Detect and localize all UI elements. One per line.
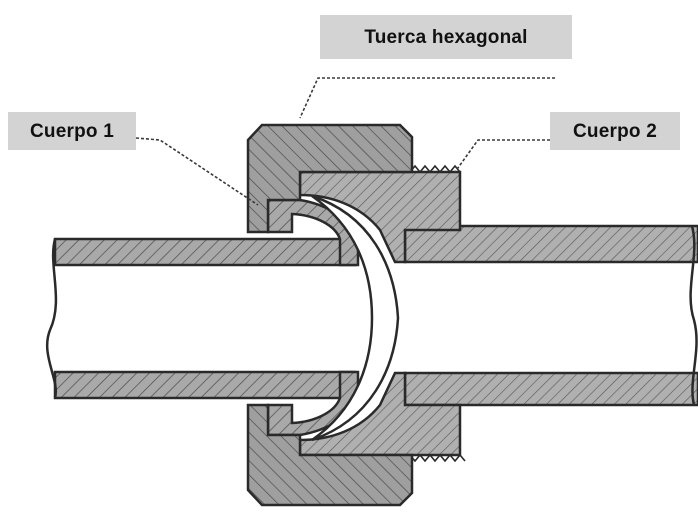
body-2-threaded-collar <box>298 164 466 463</box>
body-2-pipe <box>403 224 698 407</box>
hex-nut-label: Tuerca hexagonal <box>320 15 572 59</box>
hex-nut-leader <box>299 77 555 119</box>
leader-lines <box>135 77 555 206</box>
hex-nut <box>246 123 414 507</box>
body-1-leader <box>135 137 259 206</box>
body-1-pipe <box>45 237 357 400</box>
body-2-pipe-lower-wall <box>403 371 698 407</box>
body-2-label: Cuerpo 2 <box>550 112 680 150</box>
spherical-seat-gap <box>311 194 400 442</box>
body-2-collar-lower <box>298 371 462 457</box>
body-1-pipe-lower-wall <box>53 370 357 400</box>
body-1-break-line <box>45 238 58 399</box>
hex-nut-upper-section <box>246 123 414 234</box>
hex-nut-lower-section <box>246 403 414 507</box>
body-1-flared-end <box>266 198 360 437</box>
body-2-collar-upper <box>298 170 462 264</box>
body-1-pipe-upper-wall <box>53 237 357 267</box>
body-1-label: Cuerpo 1 <box>8 112 136 150</box>
body-2-leader <box>454 139 550 173</box>
body-2-break-line <box>689 225 698 406</box>
body-2-pipe-upper-wall <box>403 224 698 264</box>
